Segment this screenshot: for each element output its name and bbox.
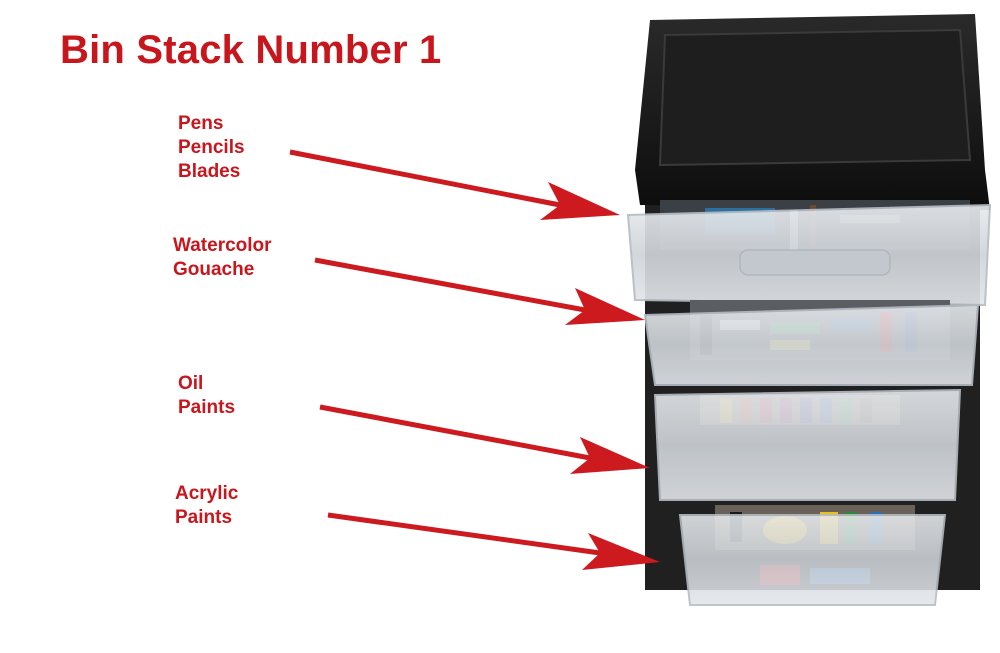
label-line: Watercolor bbox=[173, 235, 272, 256]
arrow-pens bbox=[289, 149, 620, 220]
drawer-oil-paints bbox=[653, 388, 962, 501]
drawer-watercolor-gouache bbox=[643, 300, 980, 386]
label-watercolor-gouache: Watercolor Gouache bbox=[173, 234, 272, 282]
label-line: Pens bbox=[178, 113, 224, 134]
label-line: Paints bbox=[175, 507, 233, 528]
label-pens-pencils-blades: Pens Pencils Blades bbox=[178, 112, 245, 184]
label-line: Pencils bbox=[178, 137, 245, 158]
label-line: Blades bbox=[178, 161, 241, 182]
arrow-oil bbox=[319, 404, 650, 474]
bin-lid bbox=[635, 14, 990, 210]
label-acrylic-paints: Acrylic Paints bbox=[175, 482, 238, 530]
page-title: Bin Stack Number 1 bbox=[60, 28, 442, 72]
arrow-acrylic bbox=[327, 512, 660, 570]
label-line: Paints bbox=[178, 397, 236, 418]
drawer-pens-pencils-blades bbox=[626, 200, 992, 307]
arrow-watercolor bbox=[314, 257, 645, 325]
label-line: Gouache bbox=[173, 259, 255, 280]
drawer-acrylic-paints bbox=[678, 505, 947, 606]
label-oil-paints: Oil Paints bbox=[178, 372, 235, 420]
label-line: Acrylic bbox=[175, 483, 239, 504]
label-line: Oil bbox=[178, 373, 204, 394]
